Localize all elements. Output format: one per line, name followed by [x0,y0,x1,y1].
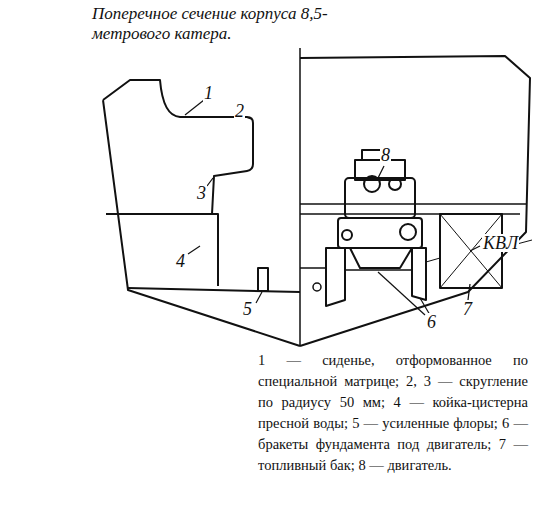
leader-line [185,100,480,315]
callout-number: 1 [203,84,214,102]
callout-number: 6 [426,313,437,331]
engine [338,150,422,268]
callout-number: 8 [380,146,391,164]
engine-bed-bracket [326,248,345,306]
callout-number: 5 [242,300,253,318]
callout-number: 3 [196,184,207,202]
engine-bed-bracket [412,248,426,300]
floor [128,288,300,292]
hull-left [103,80,300,346]
callout-number: 2 [234,102,245,120]
callout-number: 4 [175,252,186,270]
callout-number: КВЛ [482,234,519,252]
centerline [299,48,301,346]
callout-number: 7 [462,300,473,318]
hull-right [300,56,530,346]
bunk-tank [106,214,218,286]
reinforced-floor [258,268,268,291]
figure-title: Поперечное сечение корпуса 8,5-метрового… [92,4,392,44]
figure-key: 1 — сиденье, отформованное по специально… [258,350,528,476]
